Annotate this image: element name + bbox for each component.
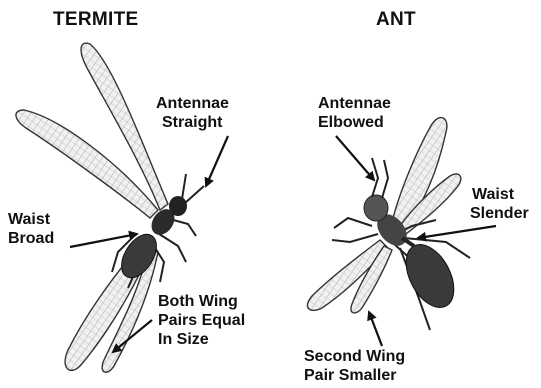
ant-antennae-label: Antennae Elbowed [318, 94, 391, 132]
termite-wings-line3: In Size [158, 330, 245, 349]
termite-waist-line2: Broad [8, 229, 54, 248]
ant-title: ANT [376, 10, 416, 29]
ant-antennae-arrow [336, 136, 374, 180]
ant-wings-line1: Second Wing [304, 347, 405, 366]
ant-wings-label: Second Wing Pair Smaller [304, 347, 405, 385]
termite-wings-label: Both Wing Pairs Equal In Size [158, 292, 245, 349]
termite-title: TERMITE [53, 10, 139, 29]
termite-wings-line1: Both Wing [158, 292, 245, 311]
ant-antennae [372, 158, 388, 198]
ant-antennae-line2: Elbowed [318, 113, 391, 132]
ant-waist-line1: Waist [470, 185, 529, 204]
ant-waist-arrow [418, 226, 496, 238]
ant-wings-arrow [369, 312, 382, 346]
ant-head [364, 195, 388, 221]
termite-waist-label: Waist Broad [8, 210, 54, 248]
termite-waist-arrow [70, 234, 137, 247]
termite-antennae-label: Antennae Straight [156, 94, 229, 132]
termite-antennae-line2: Straight [156, 113, 229, 132]
termite-wings-line2: Pairs Equal [158, 311, 245, 330]
termite-antennae-line1: Antennae [156, 94, 229, 113]
ant-wings-line2: Pair Smaller [304, 366, 405, 385]
termite-antennae-arrow [206, 136, 228, 186]
termite-wing-upper-left [16, 110, 158, 218]
termite-waist-line1: Waist [8, 210, 54, 229]
ant-antennae-line1: Antennae [318, 94, 391, 113]
ant-waist-label: Waist Slender [470, 185, 529, 223]
ant-illustration [307, 118, 470, 330]
ant-gaster [396, 237, 463, 316]
termite-head [169, 196, 187, 216]
termite-antennae [182, 174, 204, 203]
ant-waist-line2: Slender [470, 204, 529, 223]
